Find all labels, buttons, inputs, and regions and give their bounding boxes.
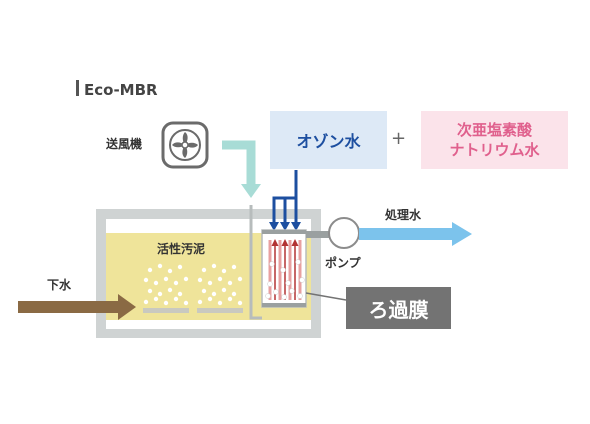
membrane-pointer <box>305 292 347 301</box>
naclo-label-line1: 次亜塩素酸 <box>456 121 532 139</box>
pump-label: ポンプ <box>325 256 361 270</box>
sewage-label: 下水 <box>47 278 72 292</box>
ozone-water-box: オゾン水 <box>270 111 387 169</box>
blower-label: 送風機 <box>106 137 143 151</box>
membrane-callout: ろ過膜 <box>346 287 451 329</box>
page-title: Eco-MBR <box>84 81 158 99</box>
naclo-water-box: 次亜塩素酸 ナトリウム水 <box>421 111 568 169</box>
naclo-label-line2: ナトリウム水 <box>449 141 540 159</box>
outlet <box>306 217 472 249</box>
treated-water-label: 処理水 <box>385 208 422 222</box>
ozone-water-label: オゾン水 <box>296 132 361 151</box>
sludge-label: 活性汚泥 <box>157 242 206 256</box>
title-bar <box>76 80 79 96</box>
plus-sign: + <box>391 128 407 149</box>
air-pipe <box>222 140 262 320</box>
membrane-label: ろ過膜 <box>368 297 429 322</box>
fan-icon <box>161 121 209 169</box>
membrane-module <box>261 229 307 308</box>
air-diffusers <box>143 263 243 313</box>
ozone-pipe <box>269 170 301 231</box>
sewage-inlet <box>18 294 136 320</box>
